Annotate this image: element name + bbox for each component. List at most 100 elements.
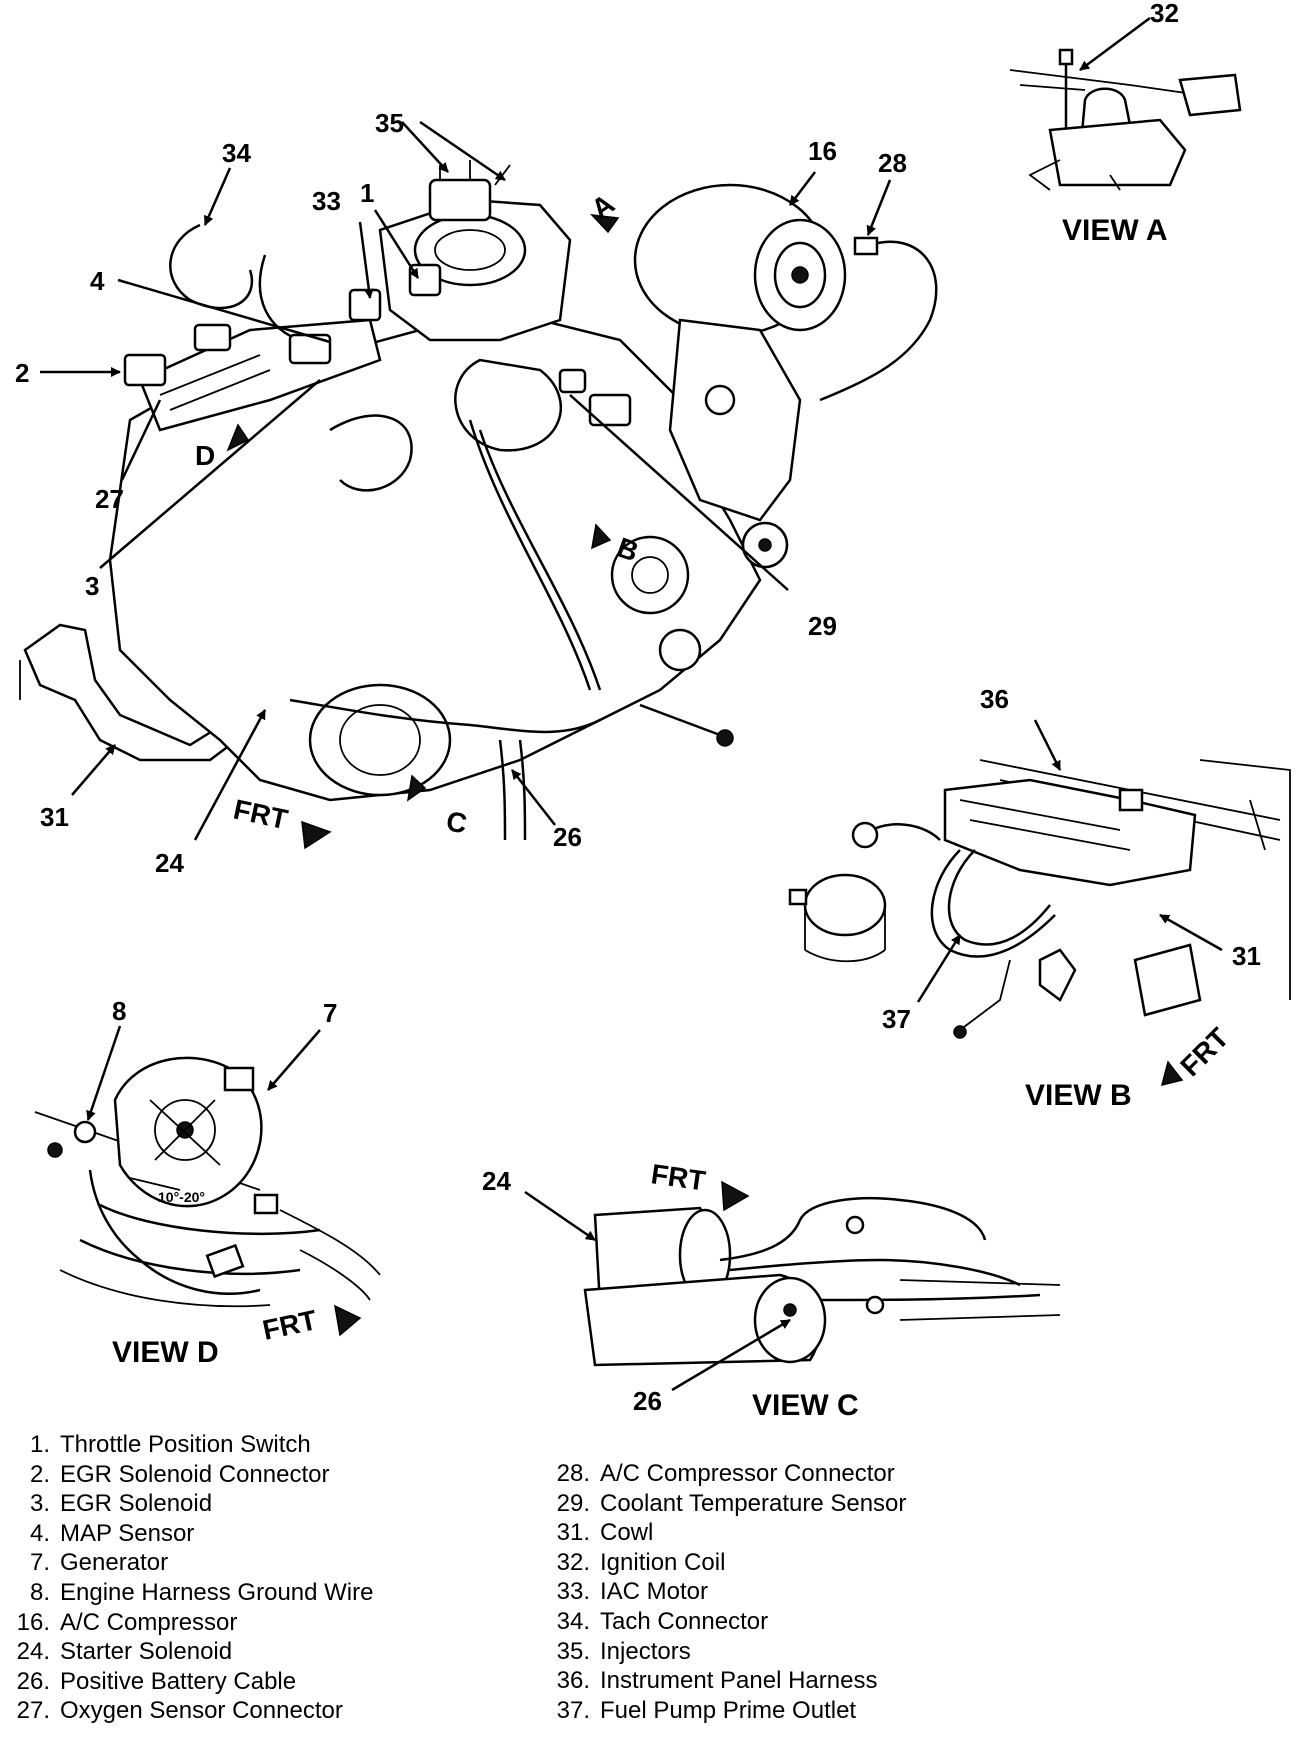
legend-right: 28. A/C Compressor Connector 29. Coolant Te… (540, 1459, 907, 1726)
frt-arrow-view-d-icon (334, 1304, 362, 1337)
legend-item: 2. EGR Solenoid Connector (0, 1460, 373, 1490)
callout-29: 29 (808, 611, 837, 641)
view-b-title: VIEW B (1025, 1079, 1132, 1112)
legend-item-number: 2. (29, 1460, 50, 1488)
legend-item: 24. Starter Solenoid (0, 1637, 373, 1667)
legend-item: 31. Cowl (540, 1518, 906, 1548)
callout-27: 27 (95, 484, 124, 514)
legend-item-number: 7. (29, 1549, 50, 1577)
frt-label-view-b: FRT (1174, 1022, 1234, 1082)
callout-31-main: 31 (40, 802, 69, 832)
legend-item-number: 32. (556, 1548, 590, 1576)
view-d-title: VIEW D (112, 1336, 219, 1369)
view-a-title: VIEW A (1062, 214, 1168, 247)
callout-26-view-c: 26 (633, 1386, 662, 1416)
callout-16: 16 (808, 136, 837, 166)
arrow-letter-c: C (444, 805, 469, 839)
legend-item-label: Oxygen Sensor Connector (60, 1697, 343, 1725)
view-b: 36 31 37 FRT VIEW B (788, 684, 1291, 1112)
legend-item-number: 37. (556, 1696, 590, 1724)
legend-item: 37. Fuel Pump Prime Outlet (540, 1696, 906, 1726)
legend-item-label: Fuel Pump Prime Outlet (600, 1696, 857, 1724)
legend-item: 4. MAP Sensor (0, 1519, 373, 1549)
legend-item: 16. A/C Compressor (0, 1608, 373, 1638)
legend-item-label: A/C Compressor (60, 1608, 238, 1636)
legend-item-label: Cowl (600, 1519, 654, 1547)
legend-item: 27. Oxygen Sensor Connector (0, 1696, 373, 1726)
legend-item: 36. Instrument Panel Harness (540, 1666, 906, 1696)
legend-item: 1. Throttle Position Switch (0, 1430, 373, 1460)
callout-31-view-b: 31 (1232, 941, 1261, 971)
frt-arrow-view-c-icon (721, 1180, 750, 1212)
legend-item-label: Throttle Position Switch (60, 1431, 311, 1458)
arrow-letter-d: D (195, 440, 215, 471)
callout-37: 37 (882, 1004, 911, 1034)
legend-item-number: 8. (29, 1578, 50, 1606)
legend-item-label: EGR Solenoid Connector (60, 1460, 330, 1488)
legend-item: 32. Ignition Coil (540, 1548, 906, 1578)
legend-item-number: 35. (556, 1637, 590, 1665)
callout-2: 2 (15, 358, 29, 388)
callout-7: 7 (323, 998, 337, 1028)
main-leader-lines (40, 120, 892, 841)
legend-left: 1. Throttle Position Switch 2. EGR Solenoid… (0, 1430, 374, 1726)
callout-34: 34 (222, 138, 251, 168)
legend-item-number: 34. (556, 1607, 590, 1635)
legend-item-number: 1. (29, 1431, 50, 1458)
callout-1: 1 (360, 178, 374, 208)
legend-item: 29. Coolant Temperature Sensor (540, 1489, 907, 1519)
callout-8: 8 (112, 996, 126, 1026)
legend-item-label: Positive Battery Cable (60, 1667, 297, 1695)
legend-item-number: 36. (556, 1667, 590, 1695)
callout-33: 33 (312, 186, 341, 216)
legend-item-label: Injectors (600, 1637, 691, 1665)
legend-item-label: Coolant Temperature Sensor (600, 1489, 907, 1517)
frt-arrow-main-icon (301, 820, 332, 850)
callout-24-main: 24 (155, 848, 184, 878)
legend-item-label: Generator (60, 1549, 169, 1577)
legend-item: 3.EGR Solenoid (0, 1489, 373, 1519)
legend-item-label: EGR Solenoid (60, 1490, 213, 1518)
angle-label: 10°-20° (158, 1189, 205, 1205)
legend-item-label: IAC Motor (600, 1578, 709, 1606)
legend-item-number: 26. (16, 1667, 50, 1695)
main-callouts: 35 34 33 1 4 2 27 3 29 16 28 31 24 26 (15, 108, 907, 878)
legend-item: 34. Tach Connector (540, 1607, 906, 1637)
callout-3: 3 (85, 571, 99, 601)
callout-24-view-c: 24 (482, 1166, 511, 1196)
callout-28: 28 (878, 148, 907, 178)
view-d: 10°-20° 8 7 FRT VIEW D (34, 996, 381, 1369)
legend-item-label: Tach Connector (600, 1607, 769, 1635)
legend-item-number: 4. (29, 1519, 50, 1547)
legend-item-number: 29. (556, 1489, 590, 1517)
legend-item-label: Instrument Panel Harness (600, 1667, 878, 1695)
legend-item-number: 28. (556, 1460, 590, 1487)
view-c: 24 26 FRT VIEW C (482, 1158, 1061, 1422)
view-c-title: VIEW C (752, 1389, 859, 1422)
legend-item: 26. Positive Battery Cable (0, 1667, 373, 1697)
callout-32: 32 (1150, 0, 1179, 28)
legend-item-label: A/C Compressor Connector (600, 1460, 895, 1487)
legend-item-number: 31. (556, 1519, 590, 1547)
legend-item-label: Starter Solenoid (60, 1638, 233, 1666)
main-engine-illustration: A D B C FRT (19, 160, 938, 850)
frt-arrow-view-b-icon (1160, 1060, 1184, 1087)
callout-4: 4 (90, 266, 105, 296)
legend-item-number: 27. (16, 1697, 50, 1725)
frt-label-view-c: FRT (649, 1158, 707, 1196)
legend-item: 33.IAC Motor (540, 1577, 906, 1607)
legend-item: 35. Injectors (540, 1637, 906, 1667)
legend-item-label: Engine Harness Ground Wire (60, 1578, 374, 1606)
view-a: 32 VIEW A (1009, 0, 1242, 247)
legend-item: 8. Engine Harness Ground Wire (0, 1578, 374, 1608)
legend-item: 7. Generator (0, 1548, 373, 1578)
callout-26-main: 26 (553, 822, 582, 852)
legend-item-number: 24. (16, 1638, 50, 1666)
legend-item-number: 16. (16, 1608, 50, 1636)
legend-item-label: MAP Sensor (60, 1519, 195, 1547)
frt-label-main: FRT (231, 794, 291, 836)
frt-label-view-d: FRT (260, 1304, 320, 1346)
legend-item-label: Ignition Coil (600, 1548, 726, 1576)
callout-36: 36 (980, 684, 1009, 714)
